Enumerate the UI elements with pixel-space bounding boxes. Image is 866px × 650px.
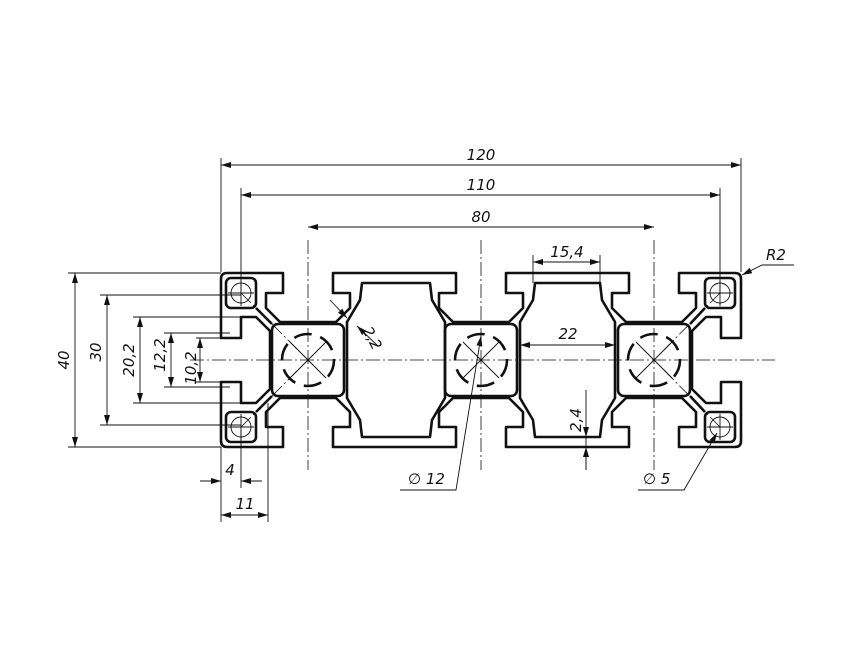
diagonal-web [689, 395, 706, 413]
leader-diameter-5 [638, 432, 718, 491]
dim-label-diameter-5: ∅ 5 [643, 470, 670, 488]
core-bore [453, 332, 509, 388]
core-bore [280, 332, 336, 388]
dim-line-2-2b [356, 325, 379, 347]
hollow-cavity [518, 281, 617, 439]
profile-outline [219, 271, 743, 449]
dim-label-22: 22 [558, 325, 577, 343]
dim-label-2-4: 2,4 [567, 408, 585, 432]
extension-lines [68, 158, 742, 522]
dim-label-11: 11 [235, 495, 254, 513]
dim-label-diameter-12: ∅ 12 [408, 470, 445, 488]
dim-label-12-2: 12,2 [151, 338, 169, 371]
diagonal-web [255, 395, 273, 413]
bore-cross [289, 341, 327, 379]
diagonal-web [689, 307, 706, 325]
diagonal-web [255, 307, 273, 325]
dim-label-120: 120 [467, 146, 496, 164]
dim-label-30: 30 [87, 342, 105, 361]
dim-label-10-2: 10,2 [182, 351, 200, 384]
dim-label-4: 4 [225, 461, 235, 479]
corner-hole-outline [703, 410, 737, 444]
core-bore [626, 332, 682, 388]
dim-line-2-2 [329, 299, 348, 319]
dim-label-r2: R2 [766, 246, 786, 264]
dim-label-15-4: 15,4 [550, 243, 583, 261]
dim-label-40: 40 [55, 350, 73, 369]
hollow-cavity [345, 281, 447, 439]
dim-label-110: 110 [467, 176, 496, 194]
profile-cavities [224, 276, 737, 444]
leader-r2 [741, 264, 794, 276]
dimensions: 120 110 80 15,4 R2 2,2 22 2,4 40 30 20,2… [55, 146, 794, 522]
core-outline [443, 322, 519, 398]
core-outline [270, 322, 346, 398]
dim-label-80: 80 [471, 208, 490, 226]
bore-cross [462, 341, 500, 379]
core-outline [616, 322, 692, 398]
dim-label-20-2: 20,2 [120, 343, 138, 376]
leader-diameter-12 [400, 335, 483, 491]
bore-cross [635, 341, 673, 379]
center-lines [190, 240, 775, 470]
dim-label-2-2: 2,2 [358, 323, 385, 353]
